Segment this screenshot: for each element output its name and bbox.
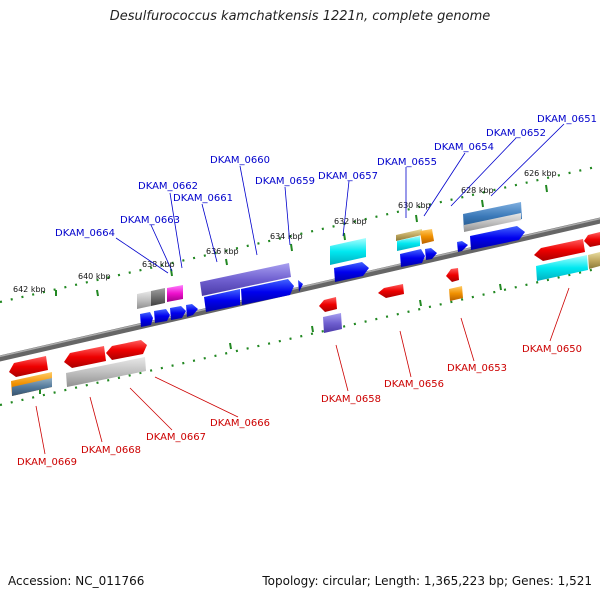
- gene-arrow: [464, 213, 521, 232]
- plus-leader-lines: [115, 123, 565, 274]
- gene-arrow: [137, 291, 151, 309]
- gene-arrow: [323, 313, 342, 333]
- accession-text: Accession: NC_011766: [8, 574, 145, 588]
- minus-gene-labels: DKAM_0669 DKAM_0668 DKAM_0667 DKAM_0666 …: [17, 344, 582, 468]
- gene-label: DKAM_0657: [318, 171, 378, 182]
- gene-arrow: [536, 255, 588, 281]
- gene-arrow: [298, 280, 303, 292]
- gene-label: DKAM_0659: [255, 176, 315, 187]
- gene-label: DKAM_0661: [173, 193, 233, 204]
- gene-arrow: [378, 284, 404, 298]
- gene-arrow: [167, 285, 183, 302]
- gene-arrow: [241, 279, 294, 305]
- plus-gene-labels: DKAM_0664 DKAM_0663 DKAM_0662 DKAM_0661 …: [55, 114, 597, 239]
- gene-arrow: [420, 229, 434, 244]
- gene-label: DKAM_0655: [377, 157, 437, 168]
- gene-arrow: [106, 340, 147, 360]
- gene-arrow: [204, 289, 240, 312]
- gene-arrow: [470, 226, 525, 250]
- gene-label: DKAM_0663: [120, 215, 180, 226]
- gene-label: DKAM_0658: [321, 394, 381, 405]
- gene-label: DKAM_0651: [537, 114, 597, 125]
- gene-label: DKAM_0668: [81, 445, 141, 456]
- genome-summary: Topology: circular; Length: 1,365,223 bp…: [262, 574, 592, 588]
- gene-arrow: [140, 312, 153, 327]
- gene-label: DKAM_0669: [17, 457, 77, 468]
- minus-leader-lines: [35, 287, 570, 455]
- gene-arrow: [170, 306, 186, 320]
- gene-label: DKAM_0653: [447, 363, 507, 374]
- gene-arrow: [457, 241, 468, 252]
- tick-label: 632 kbp: [334, 217, 367, 226]
- gene-arrow: [396, 229, 422, 241]
- gene-arrow: [584, 232, 600, 247]
- gene-arrow: [64, 346, 106, 368]
- gene-arrow: [446, 268, 459, 282]
- gene-label: DKAM_0664: [55, 228, 115, 239]
- gene-label: DKAM_0650: [522, 344, 582, 355]
- gene-arrow: [588, 252, 600, 269]
- tick-label: 634 kbp: [270, 232, 303, 241]
- gene-arrow: [151, 288, 165, 306]
- tick-label: 630 kbp: [398, 201, 431, 210]
- gene-arrow: [186, 304, 198, 317]
- gene-label: DKAM_0656: [384, 379, 444, 390]
- gene-arrow: [534, 239, 585, 261]
- gene-label: DKAM_0667: [146, 432, 206, 443]
- tick-label: 636 kbp: [206, 247, 239, 256]
- gene-arrow: [9, 356, 48, 377]
- tick-labels: 642 kbp 640 kbp 638 kbp 636 kbp 634 kbp …: [13, 169, 557, 294]
- gene-arrow: [12, 378, 52, 396]
- gene-arrow: [319, 297, 337, 312]
- gene-label: DKAM_0654: [434, 142, 494, 153]
- gene-arrow: [330, 238, 366, 265]
- gene-arrow: [154, 309, 170, 323]
- gene-arrow: [200, 263, 291, 296]
- tick-label: 642 kbp: [13, 285, 46, 294]
- tick-label: 638 kbp: [142, 260, 175, 269]
- minus-strand-genes: [9, 232, 600, 396]
- tick-label: 640 kbp: [78, 272, 111, 281]
- gene-label: DKAM_0652: [486, 128, 546, 139]
- gene-arrow: [334, 262, 369, 282]
- gene-label: DKAM_0662: [138, 181, 198, 192]
- gene-arrow: [400, 249, 425, 267]
- tick-label: 628 kbp: [461, 186, 494, 195]
- gene-arrow: [425, 248, 437, 260]
- gene-arrow: [449, 286, 463, 301]
- gene-label: DKAM_0666: [210, 418, 270, 429]
- gene-arrow: [66, 357, 146, 387]
- genome-title: Desulfurococcus kamchatkensis 1221n, com…: [109, 9, 491, 24]
- gene-arrow: [397, 236, 420, 251]
- plus-strand-genes: [137, 202, 525, 327]
- gene-label: DKAM_0660: [210, 155, 270, 166]
- tick-label: 626 kbp: [524, 169, 557, 178]
